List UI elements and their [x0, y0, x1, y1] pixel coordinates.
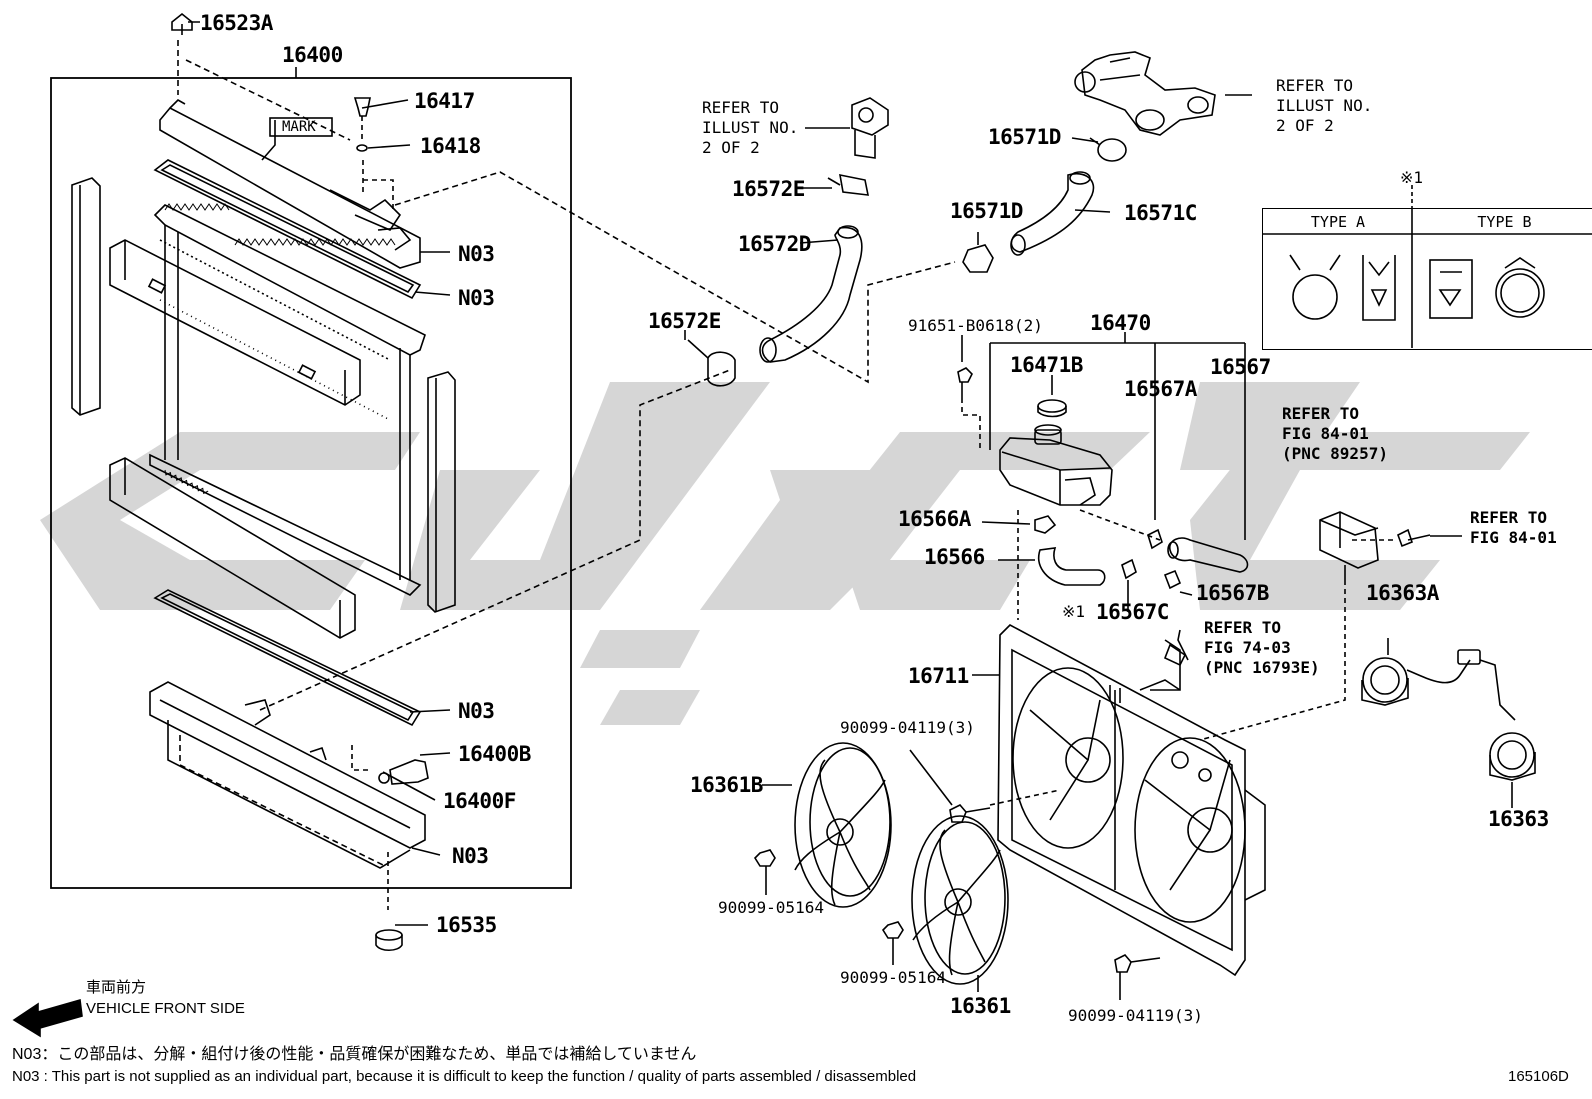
part-label-16571D-top: 16571D: [988, 125, 1061, 149]
part-label-91651-B0618: 91651-B0618(2): [908, 316, 1043, 335]
part-label-16566A: 16566A: [898, 507, 971, 531]
part-label-16363A: 16363A: [1366, 581, 1439, 605]
reference-mark-1: ※1: [1062, 602, 1086, 621]
part-label-16572E-mid: 16572E: [648, 309, 721, 333]
watermark-logo: [40, 382, 1530, 725]
part-label-16418: 16418: [420, 134, 481, 158]
clamp-table-mark: ※1: [1400, 168, 1424, 187]
part-label-16571C: 16571C: [1124, 201, 1197, 225]
note-n03-en: N03 : This part is not supplied as an in…: [12, 1068, 917, 1085]
clamp-type-b-header: TYPE B: [1477, 213, 1532, 231]
part-label-16567A: 16567A: [1124, 377, 1197, 401]
clamp-type-a-header: TYPE A: [1310, 213, 1366, 231]
part-label-16363: 16363: [1488, 807, 1549, 831]
part-label-16571D: 16571D: [950, 199, 1023, 223]
note-n03-jp: N03：この部品は、分解・組付け後の性能・品質確保が困難なため、単品では補給して…: [12, 1046, 697, 1063]
part-label-16535: 16535: [436, 913, 497, 937]
clamp-type-drawings: [1262, 185, 1592, 348]
vehicle-front-label: VEHICLE FRONT SIDE: [86, 1000, 245, 1017]
part-label-16400F: 16400F: [443, 789, 516, 813]
part-label-16361: 16361: [950, 994, 1011, 1018]
part-label-16471B: 16471B: [1010, 353, 1083, 377]
part-label-16470: 16470: [1090, 311, 1151, 335]
part-label-16523A: 16523A: [200, 11, 273, 35]
clamp-type-table: TYPE A TYPE B: [1262, 208, 1592, 350]
part-label-90099-04119-bottom: 90099-04119(3): [1068, 1006, 1203, 1025]
part-label-90099-05164-b: 90099-05164: [840, 968, 946, 987]
part-label-16572E-top: 16572E: [732, 177, 805, 201]
part-label-16566: 16566: [924, 545, 985, 569]
part-label-16711: 16711: [908, 664, 969, 688]
part-label-16400: 16400: [282, 43, 343, 67]
part-label-16567: 16567: [1210, 355, 1271, 379]
part-label-16572D: 16572D: [738, 232, 811, 256]
part-label-90099-05164-a: 90099-05164: [718, 898, 824, 917]
figure-id: 165106D: [1508, 1068, 1569, 1085]
part-label-16400B: 16400B: [458, 742, 531, 766]
part-label-16567B: 16567B: [1196, 581, 1269, 605]
part-label-16417: 16417: [414, 89, 475, 113]
vehicle-front-jp: 車両前方: [86, 979, 147, 996]
part-label-n03-core: N03: [458, 286, 495, 310]
mark-label: MARK: [282, 119, 316, 135]
part-label-90099-04119-top: 90099-04119(3): [840, 718, 975, 737]
part-label-n03-gasket-lower: N03: [458, 699, 495, 723]
part-label-n03-gasket-upper: N03: [458, 242, 495, 266]
part-label-16361B: 16361B: [690, 773, 763, 797]
part-label-n03-lower-tank: N03: [452, 844, 489, 868]
part-label-16567C: 16567C: [1096, 600, 1169, 624]
